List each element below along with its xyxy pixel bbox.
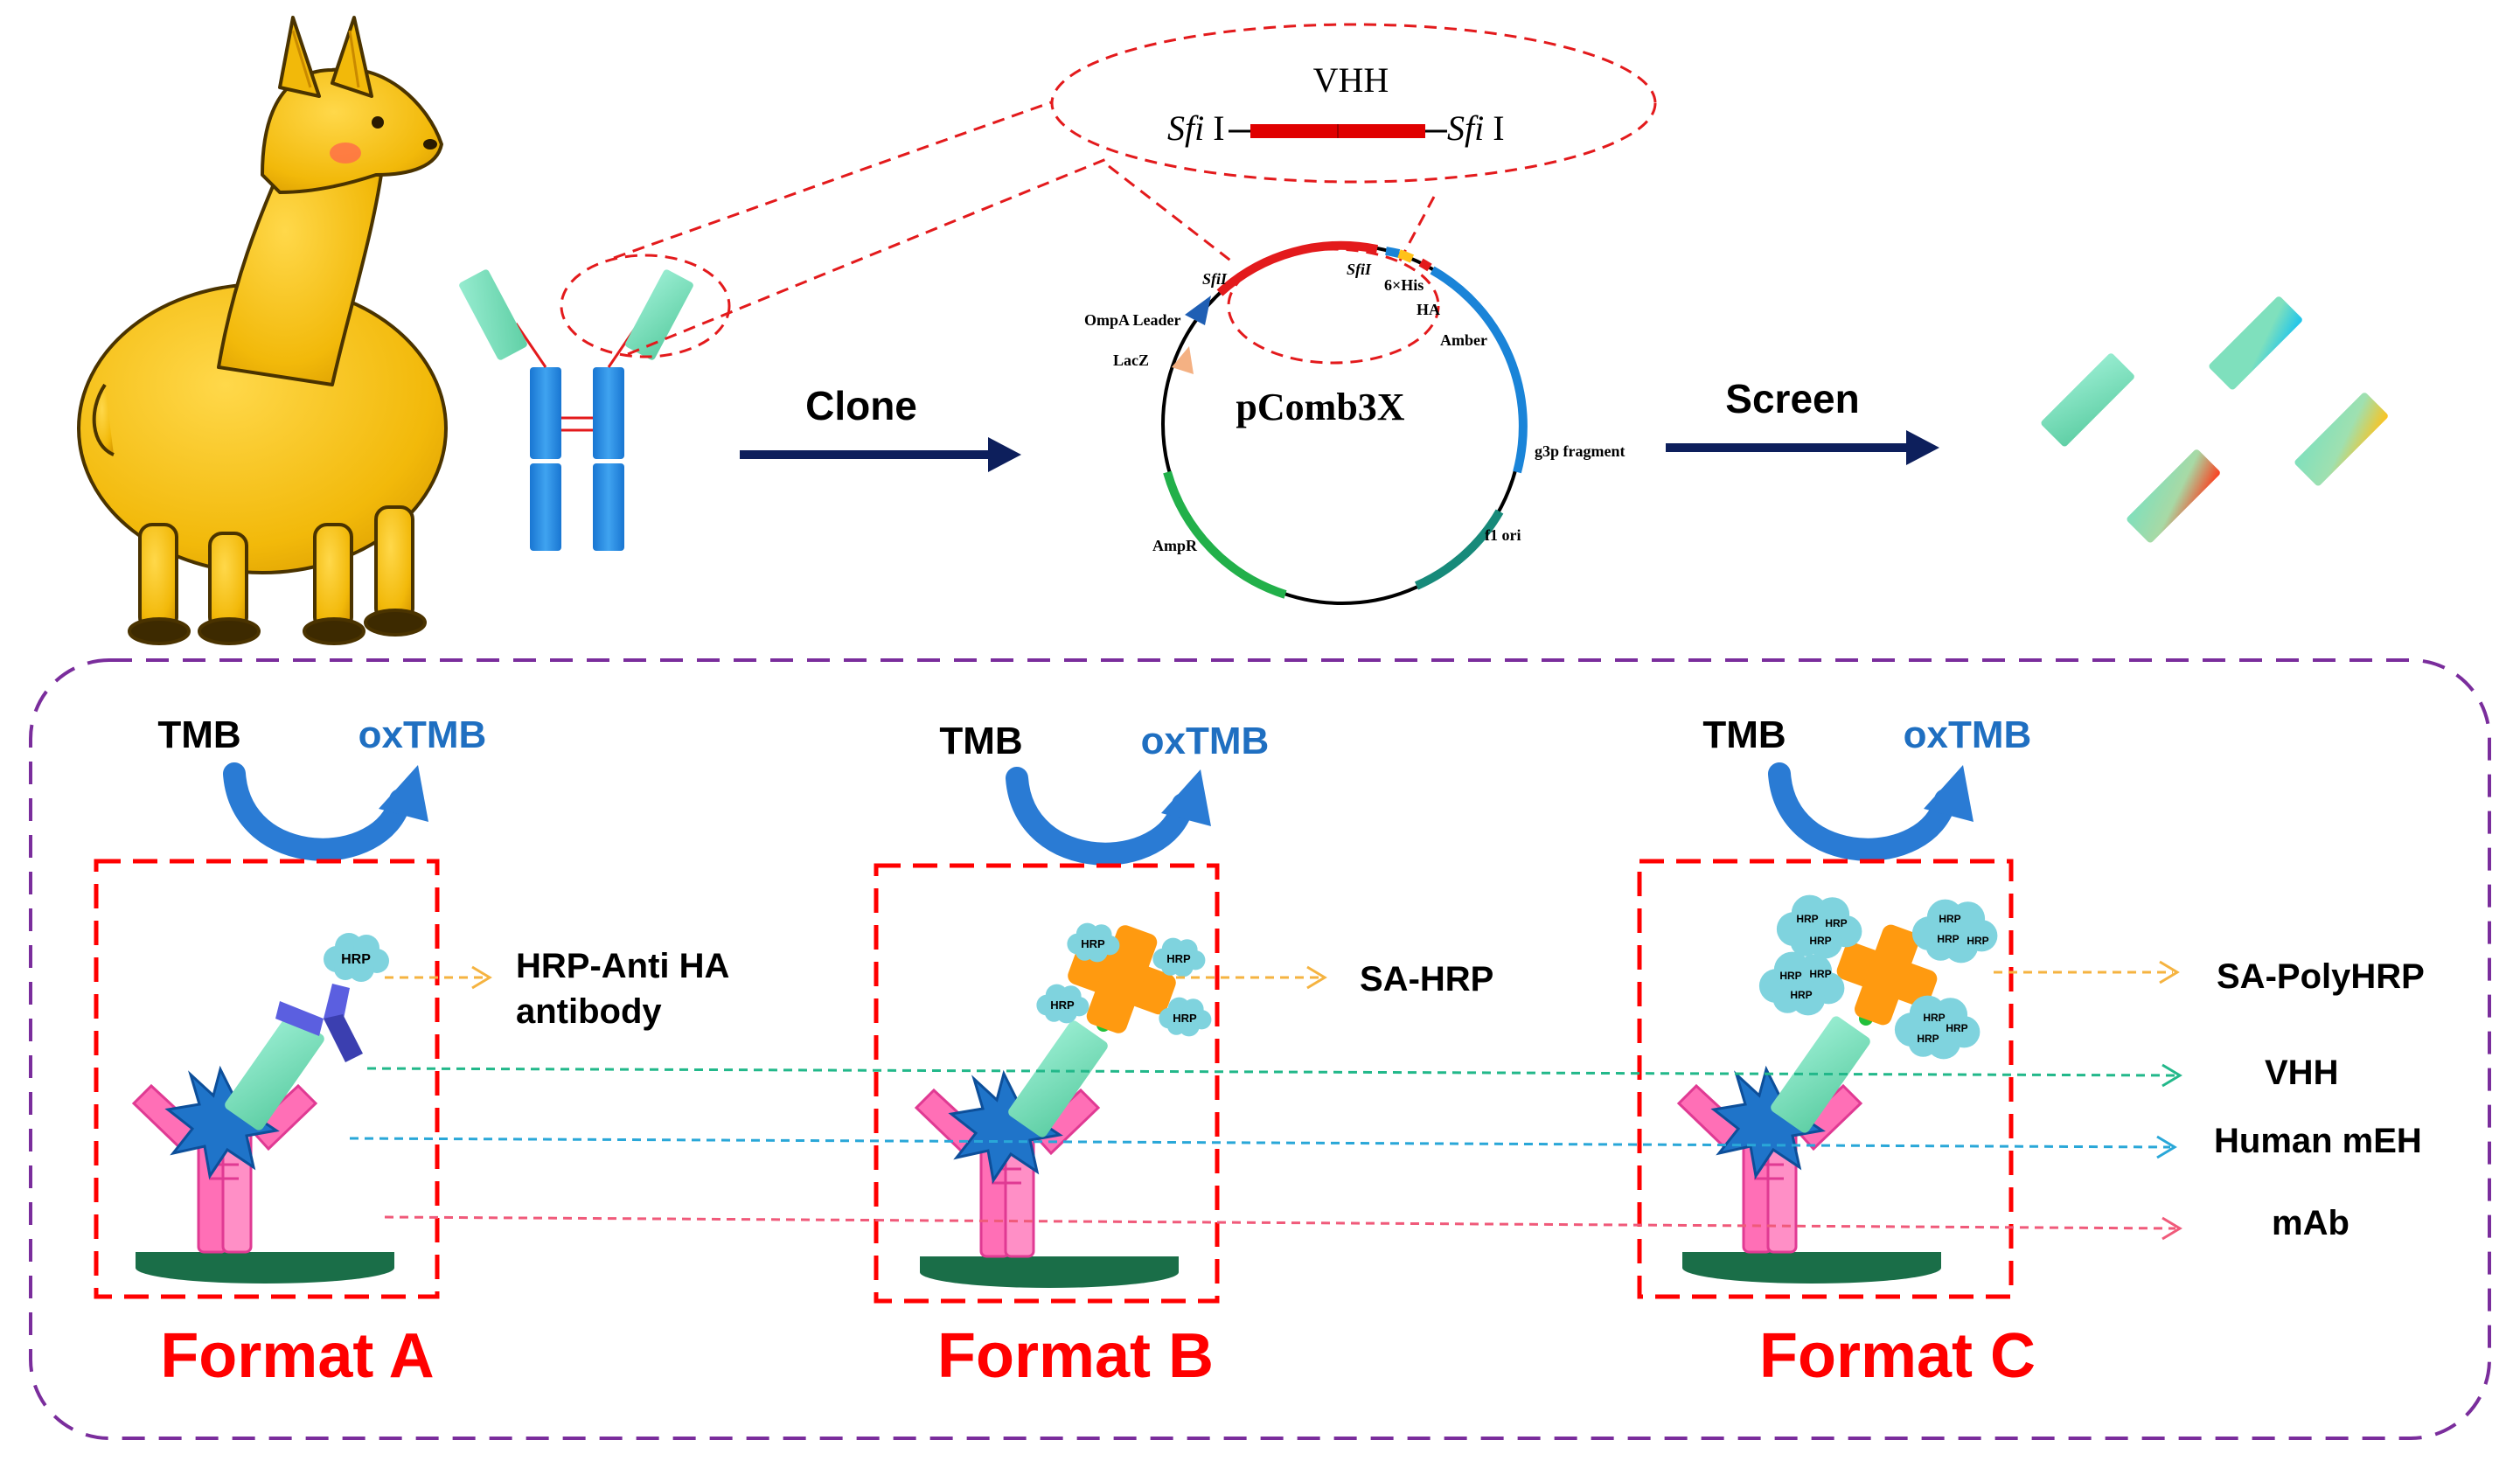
vhh-insert-label: VHH bbox=[1313, 60, 1389, 100]
anti-ha-antibody-icon bbox=[275, 984, 363, 1062]
plasmid-label-ompa: OmpA Leader bbox=[1084, 311, 1181, 329]
hrp-tag: HRP bbox=[1779, 970, 1801, 982]
zoom-line bbox=[627, 156, 1111, 356]
hrp-tag: HRP bbox=[1050, 998, 1075, 1012]
plasmid-label-lacz: LacZ bbox=[1113, 351, 1149, 369]
igg-antibody-icon bbox=[459, 269, 693, 551]
clone-arrow bbox=[740, 437, 1021, 472]
plasmid-label-sfi: SfiI bbox=[1347, 261, 1372, 278]
vhh-insert-zoom: VHH Sfi I Sfi I bbox=[1050, 23, 1657, 184]
curved-arrow-icon bbox=[1017, 769, 1211, 854]
tmb-label: TMB bbox=[1702, 713, 1786, 756]
hrp-tag: HRP bbox=[1796, 913, 1818, 925]
llama-icon bbox=[77, 16, 448, 645]
oxtmb-label: oxTMB bbox=[1141, 720, 1270, 762]
format-a-box bbox=[94, 859, 440, 1299]
screen-arrow bbox=[1666, 430, 1939, 465]
hrp-tag: HRP bbox=[1946, 1022, 1967, 1034]
callout-hrp-anti-ha-2: antibody bbox=[516, 992, 662, 1031]
hrp-tag: HRP bbox=[1967, 935, 1988, 947]
callout-hrp-anti-ha: HRP-Anti HA bbox=[516, 947, 729, 985]
vhh-fragment-icon bbox=[1008, 1020, 1108, 1137]
callout-sa-polyhrp: SA-PolyHRP bbox=[2217, 957, 2425, 996]
zoom-line bbox=[1108, 164, 1234, 264]
sfi-site-left: Sfi I bbox=[1167, 108, 1225, 148]
format-title: Format B bbox=[937, 1321, 1214, 1391]
hrp-tag: HRP bbox=[1081, 937, 1105, 950]
legend-mab: mAb bbox=[2272, 1204, 2349, 1242]
plasmid-label-amber: Amber bbox=[1440, 331, 1487, 349]
plasmid-map-icon bbox=[1161, 240, 1528, 605]
oxtmb-label: oxTMB bbox=[359, 713, 487, 756]
legend-line-mab bbox=[384, 1215, 2182, 1241]
format-title: Format A bbox=[160, 1321, 434, 1391]
hrp-tag: HRP bbox=[1809, 968, 1831, 980]
assay-formats-panel bbox=[29, 658, 2491, 1440]
vhh-fragment-icon bbox=[2127, 449, 2220, 543]
hrp-tag: HRP bbox=[1825, 917, 1847, 929]
legend-human-meh: Human mEH bbox=[2214, 1122, 2422, 1160]
hrp-tag: HRP bbox=[1166, 952, 1191, 965]
hrp-tag: HRP bbox=[1173, 1012, 1197, 1025]
zoom-line bbox=[613, 90, 1082, 260]
legend-line-vhh bbox=[366, 1063, 2182, 1088]
tmb-label: TMB bbox=[939, 720, 1022, 762]
hrp-cloud-icon bbox=[1911, 899, 1998, 964]
vhh-highlight-ellipse bbox=[560, 254, 731, 358]
hrp-tag: HRP bbox=[1937, 933, 1959, 945]
sfi-site-right: Sfi I bbox=[1447, 108, 1505, 148]
vhh-fragment-icon bbox=[2209, 296, 2302, 390]
format-title: Format C bbox=[1759, 1321, 2036, 1391]
plasmid-label-ampr: AmpR bbox=[1152, 537, 1198, 554]
legend-vhh: VHH bbox=[2265, 1054, 2338, 1092]
vhh-fragment-icon bbox=[1771, 1016, 1870, 1133]
format-b: TMB oxTMB HRP HRP HRP HRP SA-HRP Format … bbox=[874, 720, 1493, 1391]
hrp-tag: HRP bbox=[1939, 913, 1960, 925]
plasmid-name: pComb3X bbox=[1236, 386, 1404, 428]
plasmid-label-f1: f1 ori bbox=[1485, 526, 1521, 544]
hrp-tag: HRP bbox=[1923, 1012, 1945, 1024]
format-a: TMB oxTMB HRP HRP-Anti HA antibody Forma… bbox=[94, 713, 729, 1391]
hrp-tag: HRP bbox=[341, 952, 371, 967]
vhh-fragment-icon bbox=[2041, 353, 2134, 447]
streptavidin-icon bbox=[1836, 924, 1938, 1026]
plasmid-label-ha: HA bbox=[1417, 301, 1440, 318]
format-c-box bbox=[1637, 859, 2014, 1299]
format-c: TMB oxTMB HRP HRP HRP HRP HRP HRP HRP HR… bbox=[1637, 713, 2425, 1391]
vhh-fragment-icon bbox=[2294, 393, 2388, 486]
screened-vhh-fragments bbox=[2041, 296, 2388, 543]
plasmid-label-g3p: g3p fragment bbox=[1535, 442, 1625, 460]
screen-label: Screen bbox=[1725, 376, 1859, 421]
plasmid-label-his: 6×His bbox=[1384, 276, 1424, 294]
curved-arrow-icon bbox=[1779, 765, 1974, 850]
legend-line-human-meh bbox=[349, 1135, 2177, 1159]
clone-label: Clone bbox=[805, 383, 917, 428]
hrp-tag: HRP bbox=[1790, 989, 1812, 1001]
format-b-box bbox=[874, 863, 1220, 1304]
plasmid-label-sfi: SfiI bbox=[1202, 270, 1228, 288]
curved-arrow-icon bbox=[234, 765, 428, 850]
callout-sa-hrp: SA-HRP bbox=[1360, 960, 1493, 998]
oxtmb-label: oxTMB bbox=[1904, 713, 2032, 756]
hrp-tag: HRP bbox=[1917, 1033, 1939, 1045]
tmb-label: TMB bbox=[157, 713, 240, 756]
hrp-cloud-icon bbox=[1758, 951, 1845, 1016]
vhh-fragment-icon bbox=[225, 1013, 324, 1131]
hrp-tag: HRP bbox=[1809, 935, 1831, 947]
